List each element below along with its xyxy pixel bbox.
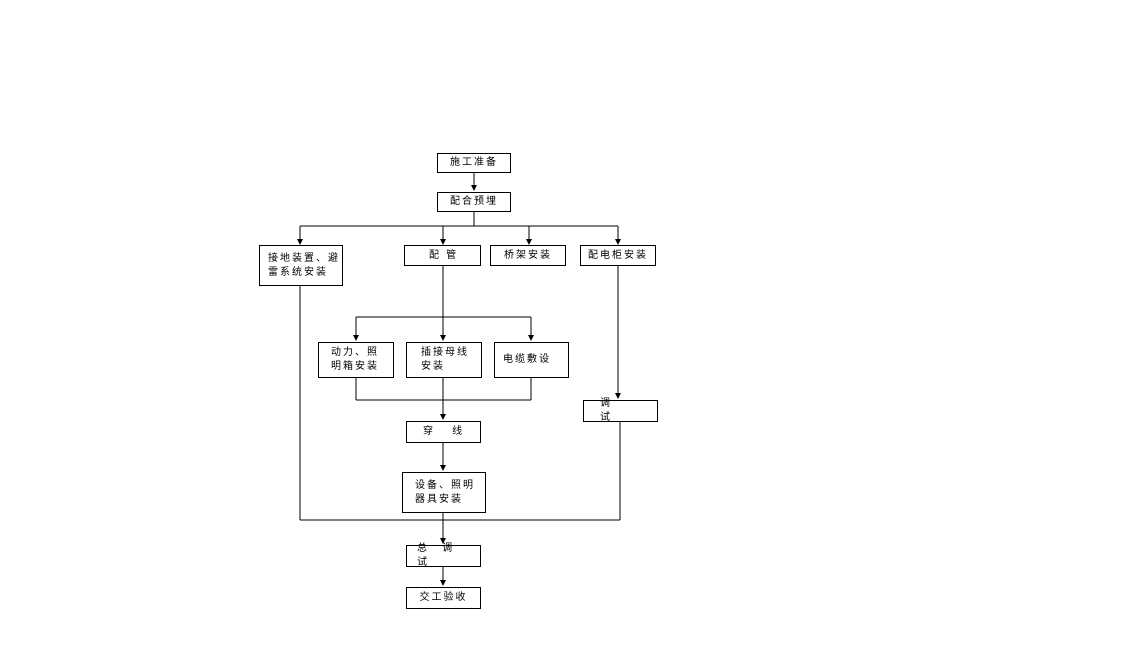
box-busway-label: 插接母线安装 <box>421 347 469 372</box>
box-power-box-label: 动力、照明箱安装 <box>331 347 379 372</box>
box-cable-label: 电缆敷设 <box>503 354 551 365</box>
box-embed: 配合预埋 <box>437 192 511 212</box>
box-cabinet-label: 配电柜安装 <box>588 249 648 261</box>
box-total-debug-label: 总 调 试 <box>417 543 459 568</box>
box-acceptance-label: 交工验收 <box>419 592 468 603</box>
box-embed-label: 配合预埋 <box>450 196 498 207</box>
box-wiring-label: 穿 线 <box>423 426 471 437</box>
box-busway: 插接母线安装 <box>406 342 482 378</box>
box-piping: 配 管 <box>404 245 481 266</box>
box-fixtures: 设备、照明器具安装 <box>402 472 486 513</box>
box-debug-label: 调 试 <box>600 398 622 423</box>
box-construction-prep-label: 施工准备 <box>450 157 498 168</box>
box-cabinet: 配电柜安装 <box>580 245 656 266</box>
box-cable: 电缆敷设 <box>494 342 569 378</box>
box-grounding: 接地装置、避雷系统安装 <box>259 245 343 286</box>
box-tray: 桥架安装 <box>490 245 566 266</box>
box-grounding-label: 接地装置、避雷系统安装 <box>268 252 340 278</box>
box-fixtures-label: 设备、照明器具安装 <box>415 479 475 505</box>
box-construction-prep: 施工准备 <box>437 153 511 173</box>
box-debug: 调 试 <box>583 398 658 423</box>
box-tray-label: 桥架安装 <box>504 249 552 261</box>
box-power-box: 动力、照明箱安装 <box>318 342 394 378</box>
box-acceptance: 交工验收 <box>406 587 481 609</box>
box-total-debug: 总 调 试 <box>406 543 481 568</box>
box-piping-label: 配 管 <box>429 249 459 261</box>
box-wiring: 穿 线 <box>406 421 481 443</box>
